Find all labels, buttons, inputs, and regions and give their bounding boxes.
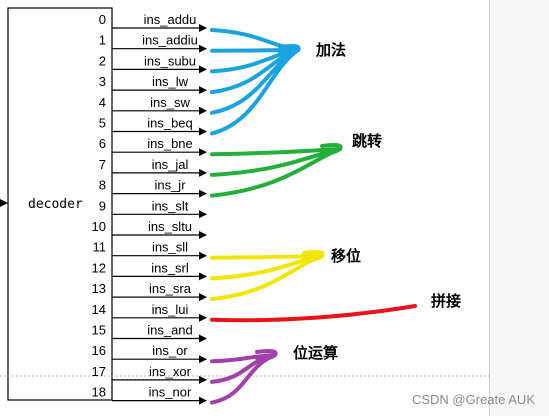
signal-name: ins_addu [144, 12, 197, 27]
signal-name: ins_nor [149, 385, 192, 400]
watermark: CSDN @Greate AUK [411, 392, 535, 407]
port-number: 7 [99, 157, 106, 172]
group-curve-knot [302, 250, 325, 262]
port-number: 3 [99, 74, 106, 89]
signal-name: ins_sw [150, 95, 190, 110]
group-label: 移位 [331, 247, 361, 265]
port-number: 11 [93, 240, 107, 255]
signal-name: ins_lw [152, 74, 189, 89]
output-ports: 0 ins_addu 1 ins_addiu 2 ins_subu 3 ins_lw 4 ins_… [92, 12, 207, 405]
port-number: 8 [99, 178, 106, 193]
port-row: 3 ins_lw [99, 74, 207, 95]
port-number: 4 [99, 95, 106, 110]
port-row: 7 ins_jal [99, 157, 207, 177]
port-row: 8 ins_jr [99, 178, 207, 198]
signal-name: ins_or [152, 343, 188, 358]
signal-name: ins_addiu [142, 33, 198, 48]
group-label: 拼接 [431, 292, 461, 310]
signal-name: ins_sltu [148, 219, 192, 234]
port-row: 0 ins_addu [99, 12, 207, 32]
signal-name: ins_lui [152, 302, 189, 317]
port-row: 17 ins_xor [92, 364, 207, 384]
decoder-block [7, 7, 113, 401]
group-label: 跳转 [352, 132, 382, 150]
signal-name: ins_slt [152, 198, 189, 213]
group-curve [210, 48, 300, 53]
right-divider [489, 0, 490, 416]
port-row: 5 ins_beq [99, 116, 207, 136]
signal-name: ins_jr [154, 178, 186, 193]
signal-name: ins_sra [149, 281, 192, 296]
port-number: 9 [99, 198, 106, 213]
port-number: 13 [92, 281, 106, 296]
port-row: 6 ins_bne [99, 136, 207, 157]
port-row: 16 ins_or [92, 343, 207, 364]
signal-name: ins_subu [144, 53, 196, 68]
port-number: 2 [99, 53, 106, 68]
port-number: 17 [92, 364, 106, 379]
group-curves [210, 28, 417, 405]
signal-name: ins_sll [152, 240, 188, 255]
group-curve [210, 304, 417, 323]
signal-name: ins_and [147, 323, 193, 338]
port-row: 14 ins_lui [92, 302, 207, 322]
port-row: 12 ins_srl [92, 260, 207, 281]
port-number: 6 [99, 136, 106, 151]
port-row: 10 ins_sltu [92, 219, 207, 239]
port-number: 0 [99, 12, 106, 27]
port-number: 12 [92, 260, 106, 275]
port-number: 16 [92, 343, 106, 358]
group-curve [210, 48, 300, 136]
signal-name: ins_jal [152, 157, 189, 172]
decoder-title: decoder [28, 197, 83, 212]
port-row: 15 ins_and [92, 323, 207, 343]
port-number: 5 [99, 116, 106, 131]
port-number: 1 [99, 33, 106, 48]
port-row: 11 ins_sll [93, 240, 207, 260]
group-curve-knot [255, 349, 278, 361]
signal-name: ins_beq [147, 116, 193, 131]
right-panel [490, 0, 549, 416]
port-number: 15 [92, 323, 106, 338]
port-number: 18 [92, 385, 106, 400]
port-row: 13 ins_sra [92, 281, 207, 302]
group-curve-knot [320, 143, 343, 155]
port-row: 2 ins_subu [99, 53, 207, 74]
group-curve-knot [278, 44, 301, 56]
port-row: 4 ins_sw [99, 95, 207, 115]
port-row: 18 ins_nor [92, 385, 207, 405]
group-label: 加法 [315, 41, 346, 59]
port-row: 1 ins_addiu [99, 33, 207, 53]
port-row: 9 ins_slt [99, 198, 207, 219]
port-number: 14 [92, 302, 106, 317]
port-number: 10 [92, 219, 106, 234]
signal-name: ins_bne [147, 136, 193, 151]
signal-name: ins_srl [151, 260, 189, 275]
signal-name: ins_xor [149, 364, 192, 379]
group-label: 位运算 [293, 344, 338, 362]
